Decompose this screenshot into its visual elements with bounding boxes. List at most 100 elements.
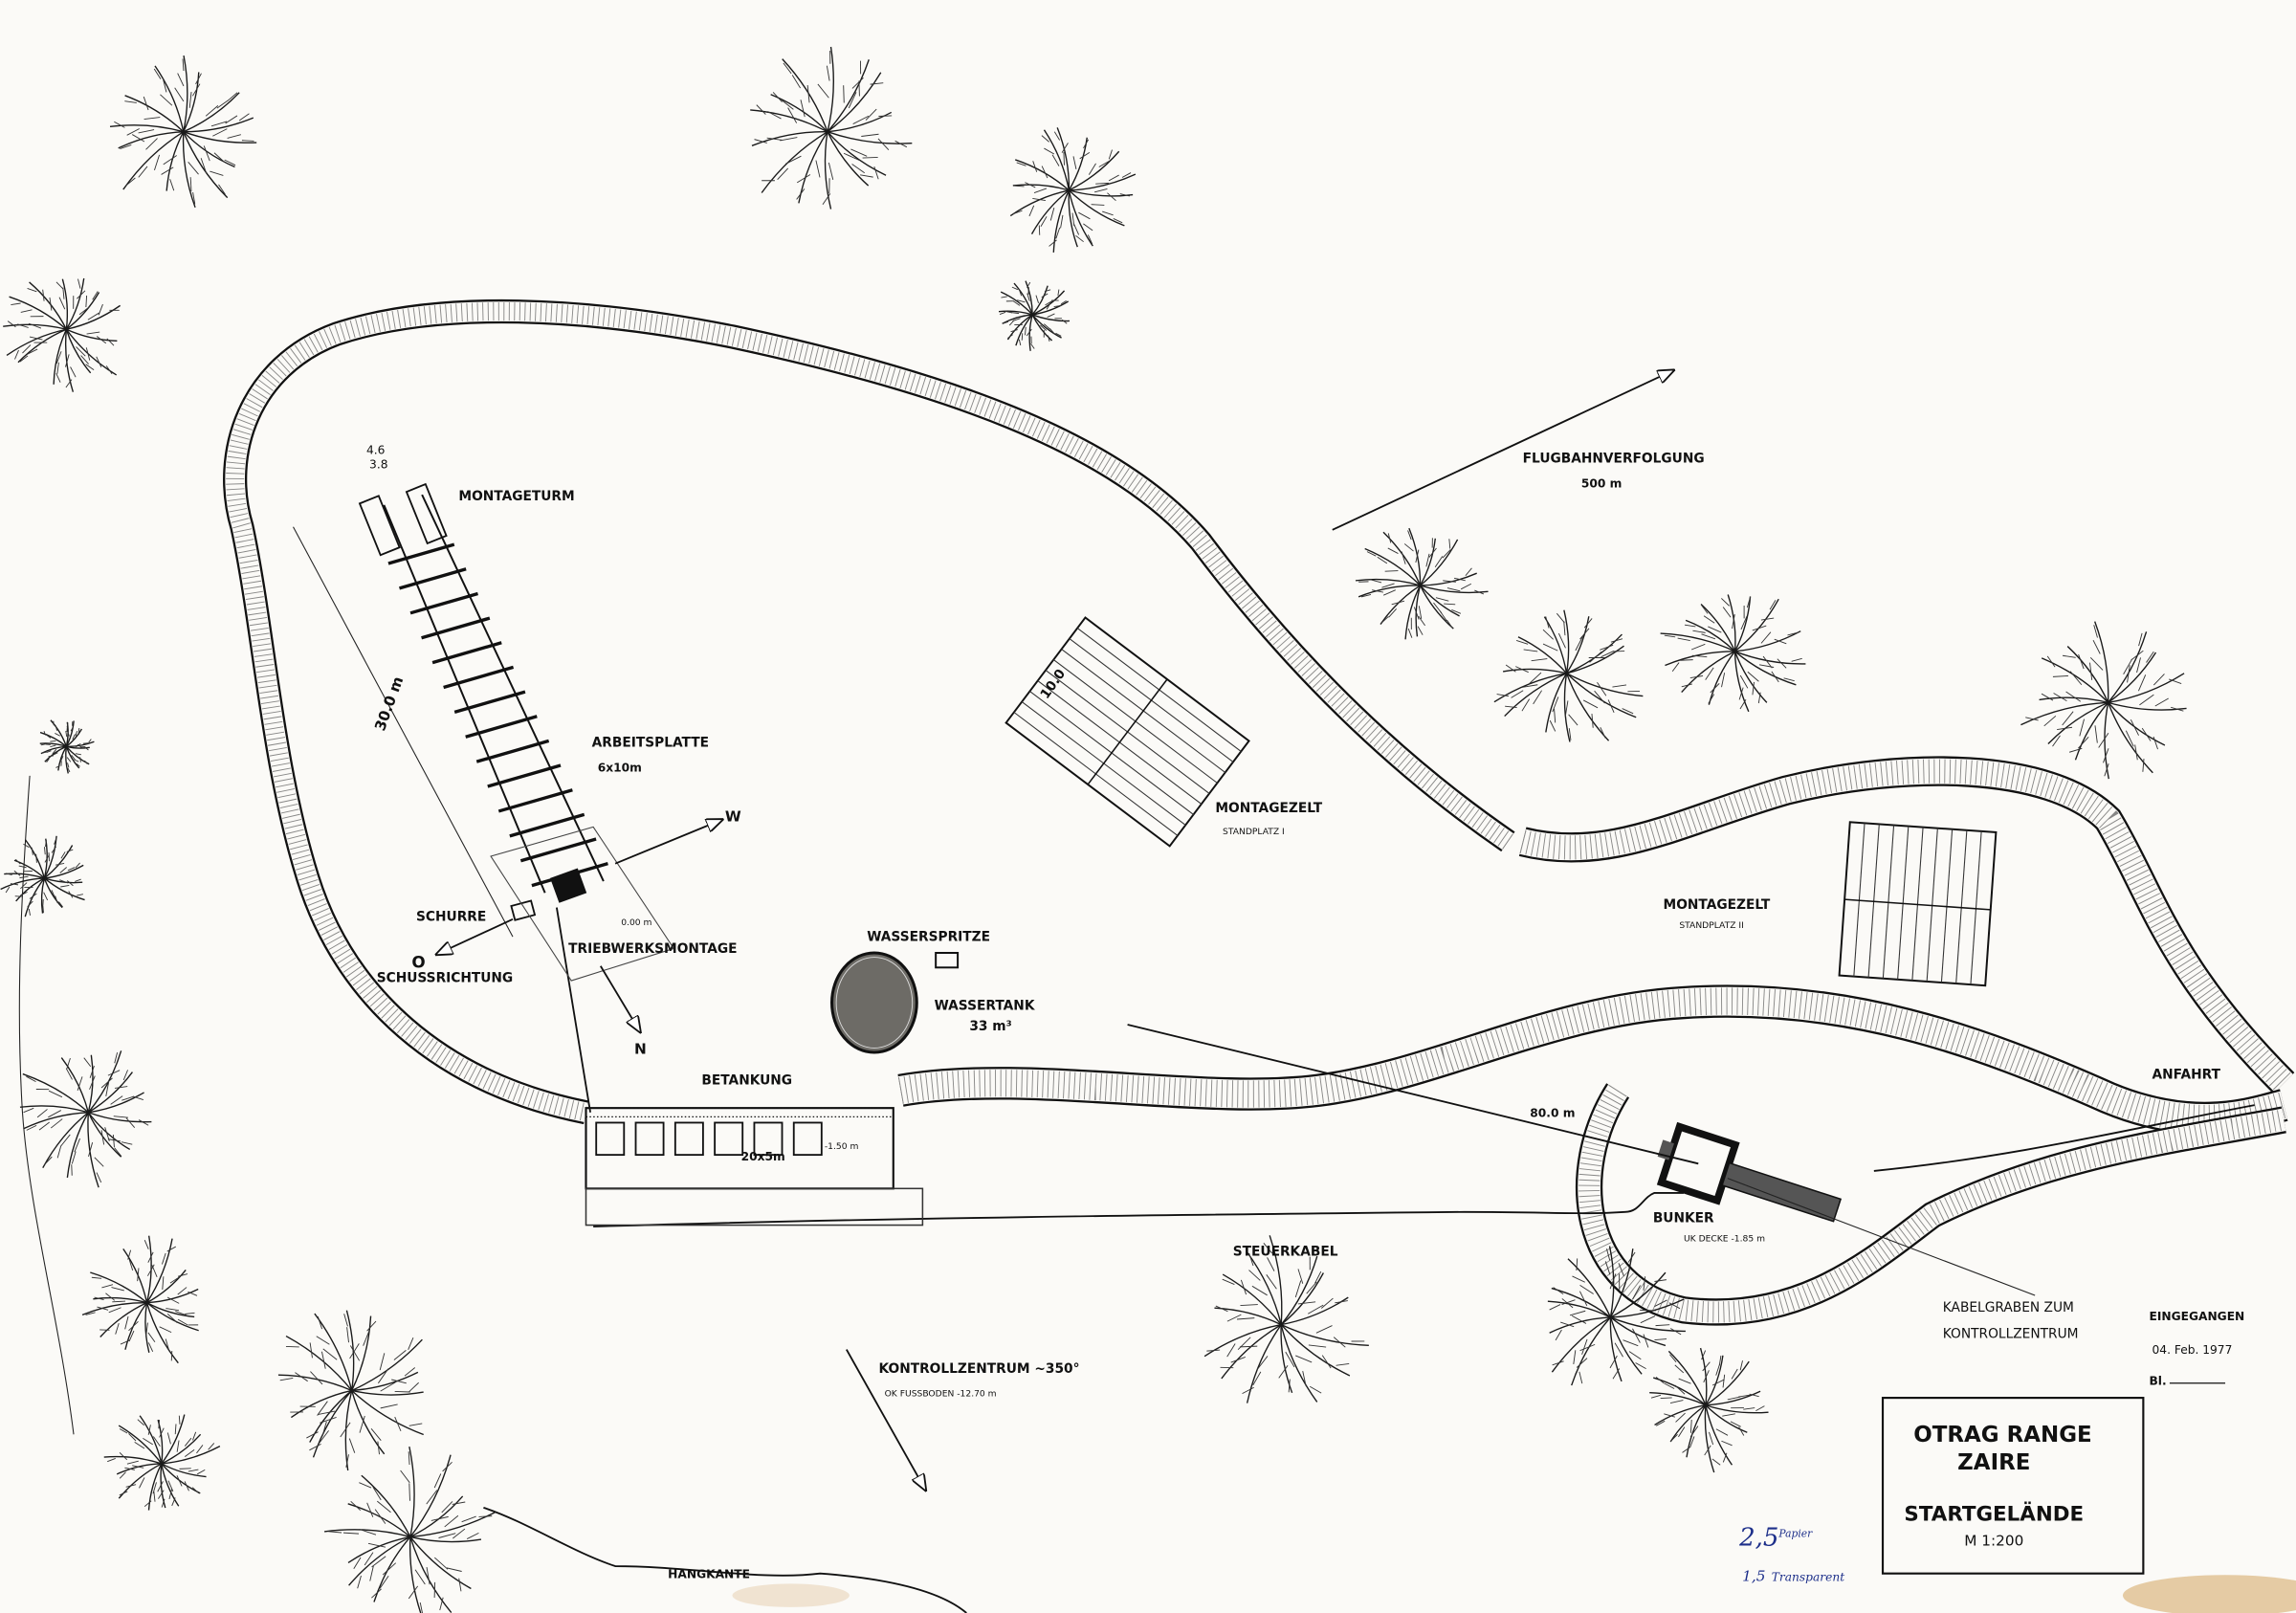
tree-twig bbox=[1366, 551, 1377, 557]
tree-twig bbox=[865, 108, 877, 121]
tree-twig bbox=[851, 77, 864, 89]
tree-icon bbox=[103, 1414, 221, 1511]
tree-twig bbox=[50, 1118, 63, 1129]
tree-branch bbox=[1030, 189, 1070, 234]
montageturm-rails bbox=[358, 482, 608, 894]
tree-twig bbox=[1568, 714, 1578, 726]
tree-branch bbox=[66, 1112, 89, 1178]
tree-twig bbox=[121, 1141, 133, 1145]
tree-twig bbox=[1083, 139, 1090, 149]
tree-twig bbox=[48, 1090, 63, 1098]
tree-twig bbox=[1591, 714, 1594, 728]
tree-twig bbox=[1443, 580, 1456, 583]
tree-twig bbox=[1226, 1314, 1242, 1322]
tree-twig bbox=[86, 331, 100, 335]
tree-twig bbox=[191, 1487, 200, 1494]
tree-twig bbox=[394, 1416, 402, 1432]
tree-twig bbox=[1671, 662, 1680, 673]
tree-twig bbox=[84, 746, 89, 751]
tree-twig bbox=[114, 1086, 128, 1089]
tree-twig bbox=[1032, 161, 1038, 172]
tree-twig bbox=[28, 909, 31, 916]
tree-twig bbox=[75, 753, 81, 756]
tree-twig bbox=[144, 117, 161, 120]
tree-twig bbox=[379, 1576, 389, 1589]
tree-twig bbox=[72, 734, 76, 740]
tree-twig bbox=[167, 1480, 174, 1492]
tree-branch bbox=[1705, 1390, 1761, 1406]
tree-icon bbox=[1355, 527, 1489, 640]
tree-branch bbox=[1408, 527, 1422, 586]
tree-twig bbox=[843, 85, 845, 103]
tree-twig bbox=[1008, 320, 1015, 326]
tree-twig bbox=[67, 767, 71, 773]
tree-twig bbox=[1248, 1252, 1254, 1267]
rail bbox=[383, 504, 546, 894]
tree-twig bbox=[1021, 333, 1024, 341]
tree-twig bbox=[306, 1431, 319, 1439]
tree-branch bbox=[144, 1302, 150, 1353]
tree-branch bbox=[116, 1463, 162, 1475]
tree-branch bbox=[145, 1302, 179, 1364]
tree-branch bbox=[1280, 1324, 1293, 1394]
tree-twig bbox=[23, 1107, 34, 1114]
tree-twig bbox=[60, 1134, 71, 1147]
tree-twig bbox=[126, 128, 140, 136]
tree-twig bbox=[1749, 1393, 1759, 1398]
tree-twig bbox=[1529, 672, 1542, 684]
tree-branch bbox=[1609, 1316, 1623, 1382]
flight-path-arrow bbox=[1332, 370, 1673, 531]
tree-twig bbox=[107, 1457, 116, 1463]
tree-branch bbox=[827, 46, 834, 132]
tree-twig bbox=[371, 1556, 386, 1568]
tree-twig bbox=[1060, 299, 1067, 305]
east-arrow bbox=[436, 917, 514, 955]
tree-twig bbox=[145, 1322, 148, 1337]
tree-twig bbox=[124, 1315, 129, 1330]
tree-branch bbox=[1685, 619, 1735, 652]
tree-twig bbox=[1739, 674, 1749, 689]
tree-twig bbox=[55, 725, 57, 731]
tree-branch bbox=[1547, 1300, 1611, 1318]
tree-twig bbox=[1026, 328, 1032, 337]
tree-twig bbox=[2125, 730, 2134, 747]
tree-twig bbox=[85, 295, 88, 308]
tree-branch bbox=[118, 131, 184, 149]
tree-twig bbox=[1579, 1284, 1594, 1294]
tree-twig bbox=[1669, 1354, 1677, 1362]
tree-icon bbox=[323, 1446, 497, 1613]
tree-twig bbox=[1440, 610, 1447, 622]
tree-twig bbox=[170, 1351, 173, 1361]
tree-twig bbox=[161, 166, 174, 175]
tree-twig bbox=[342, 1532, 360, 1535]
tree-twig bbox=[119, 1452, 128, 1461]
label-level-zero: 0.00 m bbox=[621, 917, 651, 928]
tree-twig bbox=[49, 297, 53, 311]
betankung-structure bbox=[585, 1107, 924, 1226]
tree-twig bbox=[162, 77, 167, 93]
tree-twig bbox=[877, 138, 890, 151]
tree-twig bbox=[94, 1157, 104, 1167]
tree-twig bbox=[364, 1552, 374, 1566]
tree-twig bbox=[128, 1320, 139, 1332]
tree-twig bbox=[2152, 736, 2158, 750]
tree-twig bbox=[1252, 1371, 1262, 1385]
tree-twig bbox=[1700, 604, 1709, 614]
tree-twig bbox=[1678, 1426, 1686, 1438]
tree-twig bbox=[1315, 1325, 1333, 1334]
rail-sleeper bbox=[475, 739, 550, 763]
tree-twig bbox=[1515, 666, 1529, 674]
tree-twig bbox=[168, 1489, 173, 1500]
tree-twig bbox=[1594, 690, 1605, 704]
tree-twig bbox=[45, 840, 47, 847]
tree-twig bbox=[113, 1116, 129, 1118]
tree-twig bbox=[1044, 147, 1055, 155]
tree-branch bbox=[1609, 1248, 1634, 1318]
tree-branch bbox=[42, 1112, 89, 1169]
tree-branch bbox=[347, 1536, 411, 1563]
site-boundary-bottom bbox=[593, 1191, 1684, 1228]
tree-twig bbox=[125, 177, 136, 187]
tree-twig bbox=[144, 1239, 149, 1249]
tree-twig bbox=[1267, 1257, 1275, 1271]
tree-twig bbox=[349, 1343, 360, 1359]
